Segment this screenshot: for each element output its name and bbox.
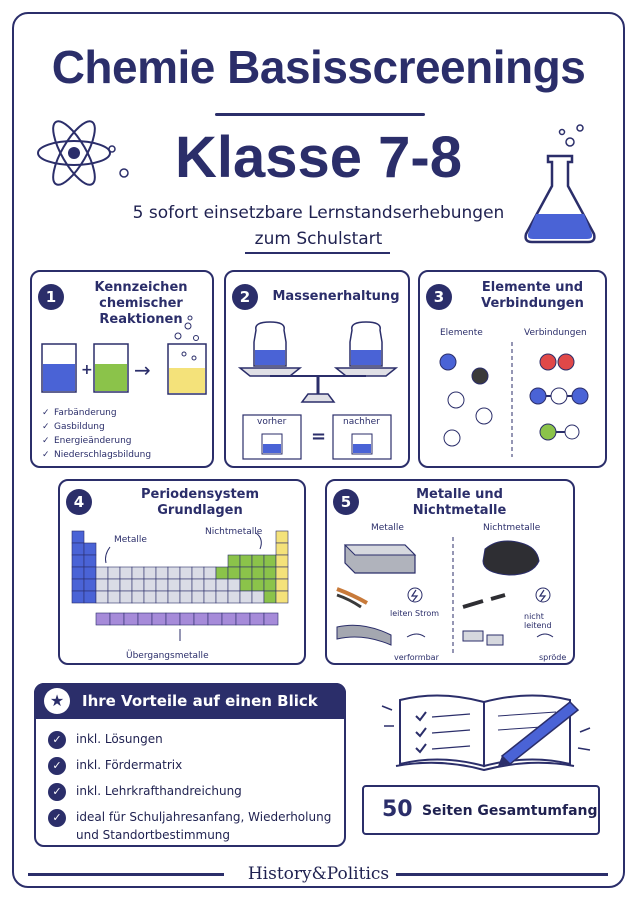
card-number: 2 <box>232 284 258 310</box>
before-label: vorher <box>257 417 287 427</box>
reaction-arrow: → <box>134 358 151 382</box>
footer-rule-left <box>28 873 224 876</box>
card-title-line-1: Elemente und <box>481 280 584 295</box>
malleable-label: verformbar <box>394 653 439 662</box>
card-title-line-1: Periodensystem <box>140 487 260 502</box>
nonmetals-label: Nichtmetalle <box>483 523 541 533</box>
tagline-underline <box>245 252 390 254</box>
footer-brand: History&Politics <box>247 864 390 884</box>
periodic-table-illustration <box>71 530 289 641</box>
card-number: 5 <box>333 489 359 515</box>
card-number: 3 <box>426 284 452 310</box>
page-count: 50 <box>382 797 413 822</box>
card-title-line-1: Kennzeichen <box>94 280 188 295</box>
before-box <box>242 414 302 460</box>
after-box <box>332 414 392 460</box>
card-periodic-table: 4 Periodensystem Grundlagen Metalle Nich… <box>58 479 306 665</box>
flask-icon <box>524 124 596 244</box>
page-frame <box>12 12 625 888</box>
benefits-box: ★ Ihre Vorteile auf einen Blick ✓inkl. L… <box>34 683 346 847</box>
list-item: ✓inkl. Fördermatrix <box>48 757 182 775</box>
card-mass-conservation: 2 Massenerhaltung vorher = nachher <box>224 270 410 468</box>
list-item: ✓Gasbildung <box>42 422 105 432</box>
list-item-continuation: und Standortbestimmung <box>76 828 231 842</box>
card-chemical-reactions: 1 Kennzeichen chemischer Reaktionen + → … <box>30 270 214 468</box>
card-title-line-2: Grundlagen <box>157 503 243 518</box>
list-item: ✓Niederschlagsbildung <box>42 450 152 460</box>
list-item: ✓ideal für Schuljahresanfang, Wiederholu… <box>48 809 331 827</box>
page-count-label: Seiten Gesamtumfang <box>422 803 598 819</box>
equals-sign: = <box>311 426 327 447</box>
reaction-beakers-illustration <box>41 315 207 395</box>
non-conductive-label: nicht leitend <box>524 612 552 630</box>
card-metals-nonmetals: 5 Metalle und Nichtmetalle Metalle Nicht… <box>325 479 575 665</box>
brittle-label: spröde <box>539 653 567 662</box>
transition-metals-label: Übergangsmetalle <box>126 651 209 661</box>
check-icon: ✓ <box>42 450 50 460</box>
atom-icon <box>37 120 129 186</box>
check-icon: ✓ <box>42 436 50 446</box>
elements-label: Elemente <box>440 328 483 338</box>
card-elements-compounds: 3 Elemente und Verbindungen Elemente Ver… <box>418 270 607 468</box>
check-icon: ✓ <box>48 809 66 827</box>
card-title: Massenerhaltung <box>272 289 400 304</box>
reaction-signs-list: ✓Farbänderung ✓Gasbildung ✓Energieänderu… <box>42 406 151 462</box>
check-icon: ✓ <box>48 783 66 801</box>
page-count-box: 50 Seiten Gesamtumfang <box>362 785 600 835</box>
tagline-line-2: zum Schulstart <box>254 229 383 249</box>
card-number: 4 <box>66 489 92 515</box>
check-icon: ✓ <box>48 731 66 749</box>
title-underline <box>215 113 425 116</box>
card-title-line-3: Reaktionen <box>99 312 183 327</box>
list-item: ✓Farbänderung <box>42 408 117 418</box>
after-label: nachher <box>343 417 380 427</box>
star-icon: ★ <box>44 688 70 714</box>
check-icon: ✓ <box>42 422 50 432</box>
nonmetals-label: Nichtmetalle <box>205 527 263 537</box>
list-item: ✓inkl. Lehrkrafthandreichung <box>48 783 242 801</box>
check-icon: ✓ <box>48 757 66 775</box>
list-item: ✓inkl. Lösungen <box>48 731 163 749</box>
check-icon: ✓ <box>42 408 50 418</box>
benefits-header: ★ Ihre Vorteile auf einen Blick <box>34 683 346 719</box>
card-title-line-2: Verbindungen <box>481 296 584 311</box>
compounds-label: Verbindungen <box>524 328 587 338</box>
card-title-line-2: Nichtmetalle <box>412 503 507 518</box>
book-pen-icon <box>381 694 591 772</box>
conductive-label: leiten Strom <box>390 609 440 618</box>
atoms-molecules-illustration <box>439 342 589 457</box>
page-subtitle: Klasse 7-8 <box>175 125 462 190</box>
balance-scale-illustration <box>237 321 399 403</box>
list-item: ✓Energieänderung <box>42 436 132 446</box>
benefits-title: Ihre Vorteile auf einen Blick <box>82 692 318 710</box>
metal-properties-illustration <box>336 537 554 655</box>
plus-sign: + <box>81 362 93 378</box>
card-title-line-1: Metalle und <box>416 487 503 502</box>
card-number: 1 <box>38 284 64 310</box>
metals-label: Metalle <box>371 523 404 533</box>
card-title-line-2: chemischer <box>99 296 183 311</box>
tagline-line-1: 5 sofort einsetzbare Lernstandserhebunge… <box>132 203 505 223</box>
page-title: Chemie Basisscreenings <box>51 41 586 93</box>
footer-rule-right <box>396 873 608 876</box>
metals-label: Metalle <box>114 535 147 545</box>
